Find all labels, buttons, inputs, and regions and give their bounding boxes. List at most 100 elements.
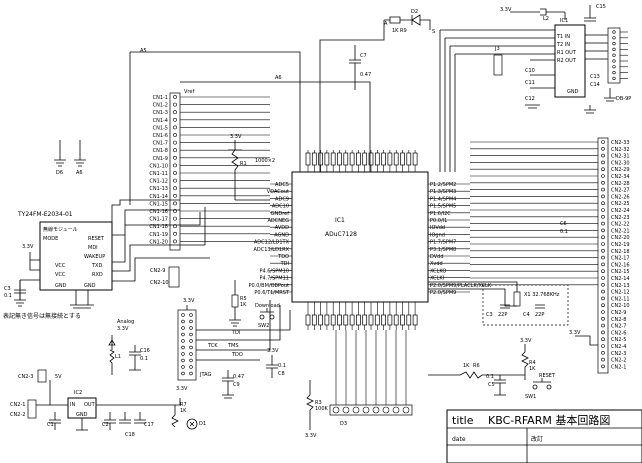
ic1-left-pin-5: ADCNEG: [267, 218, 289, 224]
right-conn-pin-3: CN2-30: [611, 160, 630, 166]
c5-value: 0.1: [486, 374, 494, 380]
download-label: Download: [255, 303, 280, 309]
c6-v33: 3.3V: [569, 330, 581, 336]
module-pin-wakeup: WAKEUP: [84, 254, 105, 260]
left-bus-wires: [180, 96, 270, 242]
sw1-label: SW1: [525, 394, 536, 400]
r5-value: 1K: [240, 302, 247, 308]
d1-label: D1: [199, 421, 206, 427]
bc-v33: 3.3V: [305, 433, 317, 439]
left-conn-pin-0: CN1-1: [153, 95, 168, 101]
c6-label: C6: [560, 221, 567, 227]
right-conn-pin-16: CN2-18: [611, 249, 630, 255]
left-conn-pin-9: CN1-10: [149, 163, 168, 169]
right-conn-pin-1: CN2-32: [611, 147, 630, 153]
left-conn-pin-17: CN1-18: [149, 224, 168, 230]
right-conn-pin-20: CN2-14: [611, 276, 630, 282]
cap-c9: 0.47 C9: [222, 370, 244, 399]
xtal-label: X1 32.768KHz: [524, 292, 560, 298]
r9-value: 1K: [392, 28, 399, 34]
r3-label: R3: [315, 400, 322, 406]
module-pin-vcc: VCC: [55, 263, 66, 269]
right-conn-pin-13: CN2-21: [611, 228, 630, 234]
c4-value: 22P: [535, 312, 544, 318]
c3-label: C3: [486, 312, 493, 318]
c16-value: 0.1: [140, 356, 148, 362]
right-conn-pin-10: CN2-24: [611, 208, 630, 214]
module-pin-rxd: RXD: [92, 272, 103, 278]
r1-voltage: 3.3V: [230, 134, 242, 140]
tr-l2: L2: [543, 16, 549, 22]
date-label: date: [452, 436, 466, 443]
ic1-right-pin-4: P1.6/I2C: [430, 211, 451, 217]
left-conn-pin-10: CN1-11: [149, 171, 168, 177]
resistor-r1: 3.3V R1 1000×2: [228, 134, 275, 201]
ic1-left-pin-11: TDI: [280, 261, 289, 267]
ic1-right-pin-8: P1.7/SPM7: [430, 240, 456, 246]
ic1-right-pin-2: P1.4/SPM4: [430, 196, 456, 202]
jtag-tms: TMS: [227, 343, 239, 349]
c8-label: C8: [278, 371, 285, 377]
right-conn-pin-5: CN2-34: [611, 174, 630, 180]
ic1-left-pin-15: P0.6/T1/MRST: [254, 290, 290, 296]
ic1-chip: IC1 ADuC7128 ADC5VDACoutADC9ADC10GNDrefA…: [249, 150, 492, 330]
c7-value: 0.47: [360, 72, 371, 78]
r9-label: R9: [400, 28, 407, 34]
tr-v33: 3.3V: [500, 7, 512, 13]
crystal-section: X1 32.768KHz C3 22P C4 22P: [428, 281, 569, 326]
ic1-left-pin-14: P0.0/BM/OBPout: [249, 283, 290, 289]
module-pin-vcc2: VCC: [55, 272, 66, 278]
c6-value: 0.1: [560, 229, 568, 235]
left-conn-pin-6: CN1-7: [153, 141, 168, 147]
module-pin-txd: TXD: [91, 263, 102, 269]
tr-c11: C11: [525, 80, 535, 86]
right-conn-pin-32: CN2-2: [611, 358, 626, 364]
module-pin-reset: RESET: [88, 236, 105, 242]
tr-c10: C10: [525, 68, 535, 74]
r1-label: R1: [240, 161, 247, 167]
left-conn-pin-18: CN1-19: [149, 232, 168, 238]
left-conn-pin-5: CN1-6: [153, 133, 168, 139]
module-power: 3.3V: [22, 244, 34, 250]
tr-c12: C12: [525, 96, 535, 102]
right-conn-pin-33: CN2-1: [611, 364, 626, 370]
right-connector: CN2-33CN2-32CN2-31CN2-30CN2-29CN2-34CN2-…: [597, 137, 630, 374]
ic1-right-pin-13: XCLKI: [430, 276, 444, 282]
reset-v33: 3.3V: [520, 338, 532, 344]
r7-label: R7: [180, 402, 187, 408]
right-conn-pin-21: CN2-13: [611, 283, 630, 289]
c1-label: C1: [47, 422, 54, 428]
c9-label: C9: [233, 382, 240, 388]
reset-label: RESET: [539, 373, 556, 379]
wireless-module: TY24FM-E2034-01 無線モジュール MODE RESET MDI W…: [3, 199, 210, 320]
module-subtitle: 無線モジュール: [43, 226, 78, 233]
right-conn-pin-0: CN2-33: [611, 140, 630, 146]
l1-label: L1: [115, 354, 121, 360]
ic1-right-pin-1: P1.3/SPM3: [430, 189, 456, 195]
module-cap-c: C3: [4, 286, 11, 292]
module-pin-mode: MODE: [43, 236, 58, 242]
cn2-9-label: CN2-9: [150, 268, 165, 274]
left-conn-pin-11: CN1-12: [149, 179, 168, 185]
jtag-tck: TCK: [207, 343, 218, 349]
ic1-right-pin-6: IOVdd: [430, 225, 445, 231]
tr-db9: DB-9P: [616, 96, 631, 102]
right-conn-pin-27: CN2-7: [611, 324, 626, 330]
c17-label: C17: [144, 422, 154, 428]
right-conn-pin-4: CN2-29: [611, 167, 630, 173]
right-conn-pin-8: CN2-26: [611, 194, 630, 200]
ic2-label: IC2: [74, 390, 82, 396]
right-conn-pin-25: CN2-9: [611, 310, 626, 316]
tr-c13: C13: [590, 74, 600, 80]
left-conn-pin-14: CN1-15: [149, 201, 168, 207]
r4-value: 1K: [529, 366, 536, 372]
right-conn-pin-17: CN2-17: [611, 256, 630, 262]
tr-ic-gnd: GND: [567, 89, 579, 95]
tr-pin-t2in: T2 IN: [556, 42, 570, 48]
module-pin-gnd2: GND: [84, 283, 96, 289]
ic1-right-pin-10: DVdd: [430, 254, 444, 260]
ic1-left-pin-9: ADC13/LD1RX: [253, 247, 289, 253]
cn2-3-label: CN2-3: [18, 374, 33, 380]
tr-j3: J3: [494, 46, 500, 52]
resistor-network-label: 1000×2: [255, 158, 275, 164]
